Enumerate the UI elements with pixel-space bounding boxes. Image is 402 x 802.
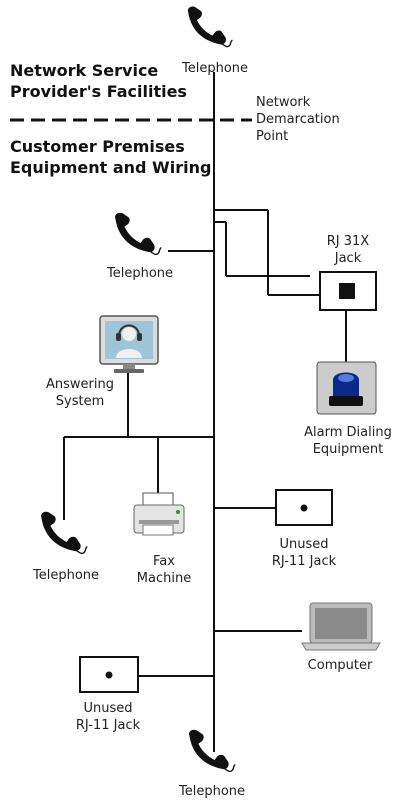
fax-machine-label: Fax Machine	[124, 553, 204, 587]
heading-line: Provider's Facilities	[10, 82, 187, 101]
label-line: Point	[256, 129, 289, 144]
rj31x-jack-icon	[319, 271, 377, 311]
label-line: RJ-11 Jack	[271, 554, 337, 569]
label-line: Answering	[46, 377, 114, 392]
label-line: RJ 31X	[326, 234, 370, 249]
answering-system-icon	[99, 315, 159, 373]
telephone-top-label: Telephone	[181, 61, 249, 76]
telephone-bottom-label: Telephone	[178, 784, 246, 799]
customer-heading: Customer Premises Equipment and Wiring	[10, 136, 211, 178]
heading-line: Customer Premises	[10, 137, 185, 156]
label-line: Fax	[153, 554, 175, 569]
unused-jack-left-label: Unused RJ-11 Jack	[60, 700, 156, 734]
alarm-beacon-icon	[316, 361, 377, 415]
label-line: Unused	[279, 537, 329, 552]
jack-icon	[79, 656, 139, 693]
provider-heading: Network Service Provider's Facilities	[10, 60, 187, 102]
alarm-dialing-label: Alarm Dialing Equipment	[296, 424, 400, 458]
demarcation-label: Network Demarcation Point	[256, 94, 340, 145]
label-line: Alarm Dialing	[304, 425, 392, 440]
jack-icon	[275, 489, 333, 526]
label-line: Jack	[334, 251, 362, 266]
label-line: Equipment	[312, 442, 384, 457]
rj31x-jack-label: RJ 31X Jack	[312, 233, 384, 267]
unused-jack-right-label: Unused RJ-11 Jack	[256, 536, 352, 570]
fax-machine-icon	[133, 492, 185, 536]
label-line: Network	[256, 95, 311, 110]
laptop-icon	[301, 602, 381, 651]
computer-label: Computer	[307, 658, 373, 673]
telephone-icon	[187, 5, 234, 48]
telephone-icon	[188, 729, 236, 773]
label-line: Unused	[83, 701, 133, 716]
answering-system-label: Answering System	[34, 376, 126, 410]
telephone-left-label: Telephone	[32, 568, 100, 583]
label-line: Machine	[136, 571, 192, 586]
label-line: RJ-11 Jack	[75, 718, 141, 733]
telephone-mid-label: Telephone	[106, 266, 174, 281]
telephone-icon	[114, 212, 162, 256]
wiring	[63, 72, 347, 752]
label-line: Demarcation	[256, 112, 340, 127]
heading-line: Network Service	[10, 61, 159, 80]
heading-line: Equipment and Wiring	[10, 158, 212, 177]
label-line: System	[55, 394, 105, 409]
